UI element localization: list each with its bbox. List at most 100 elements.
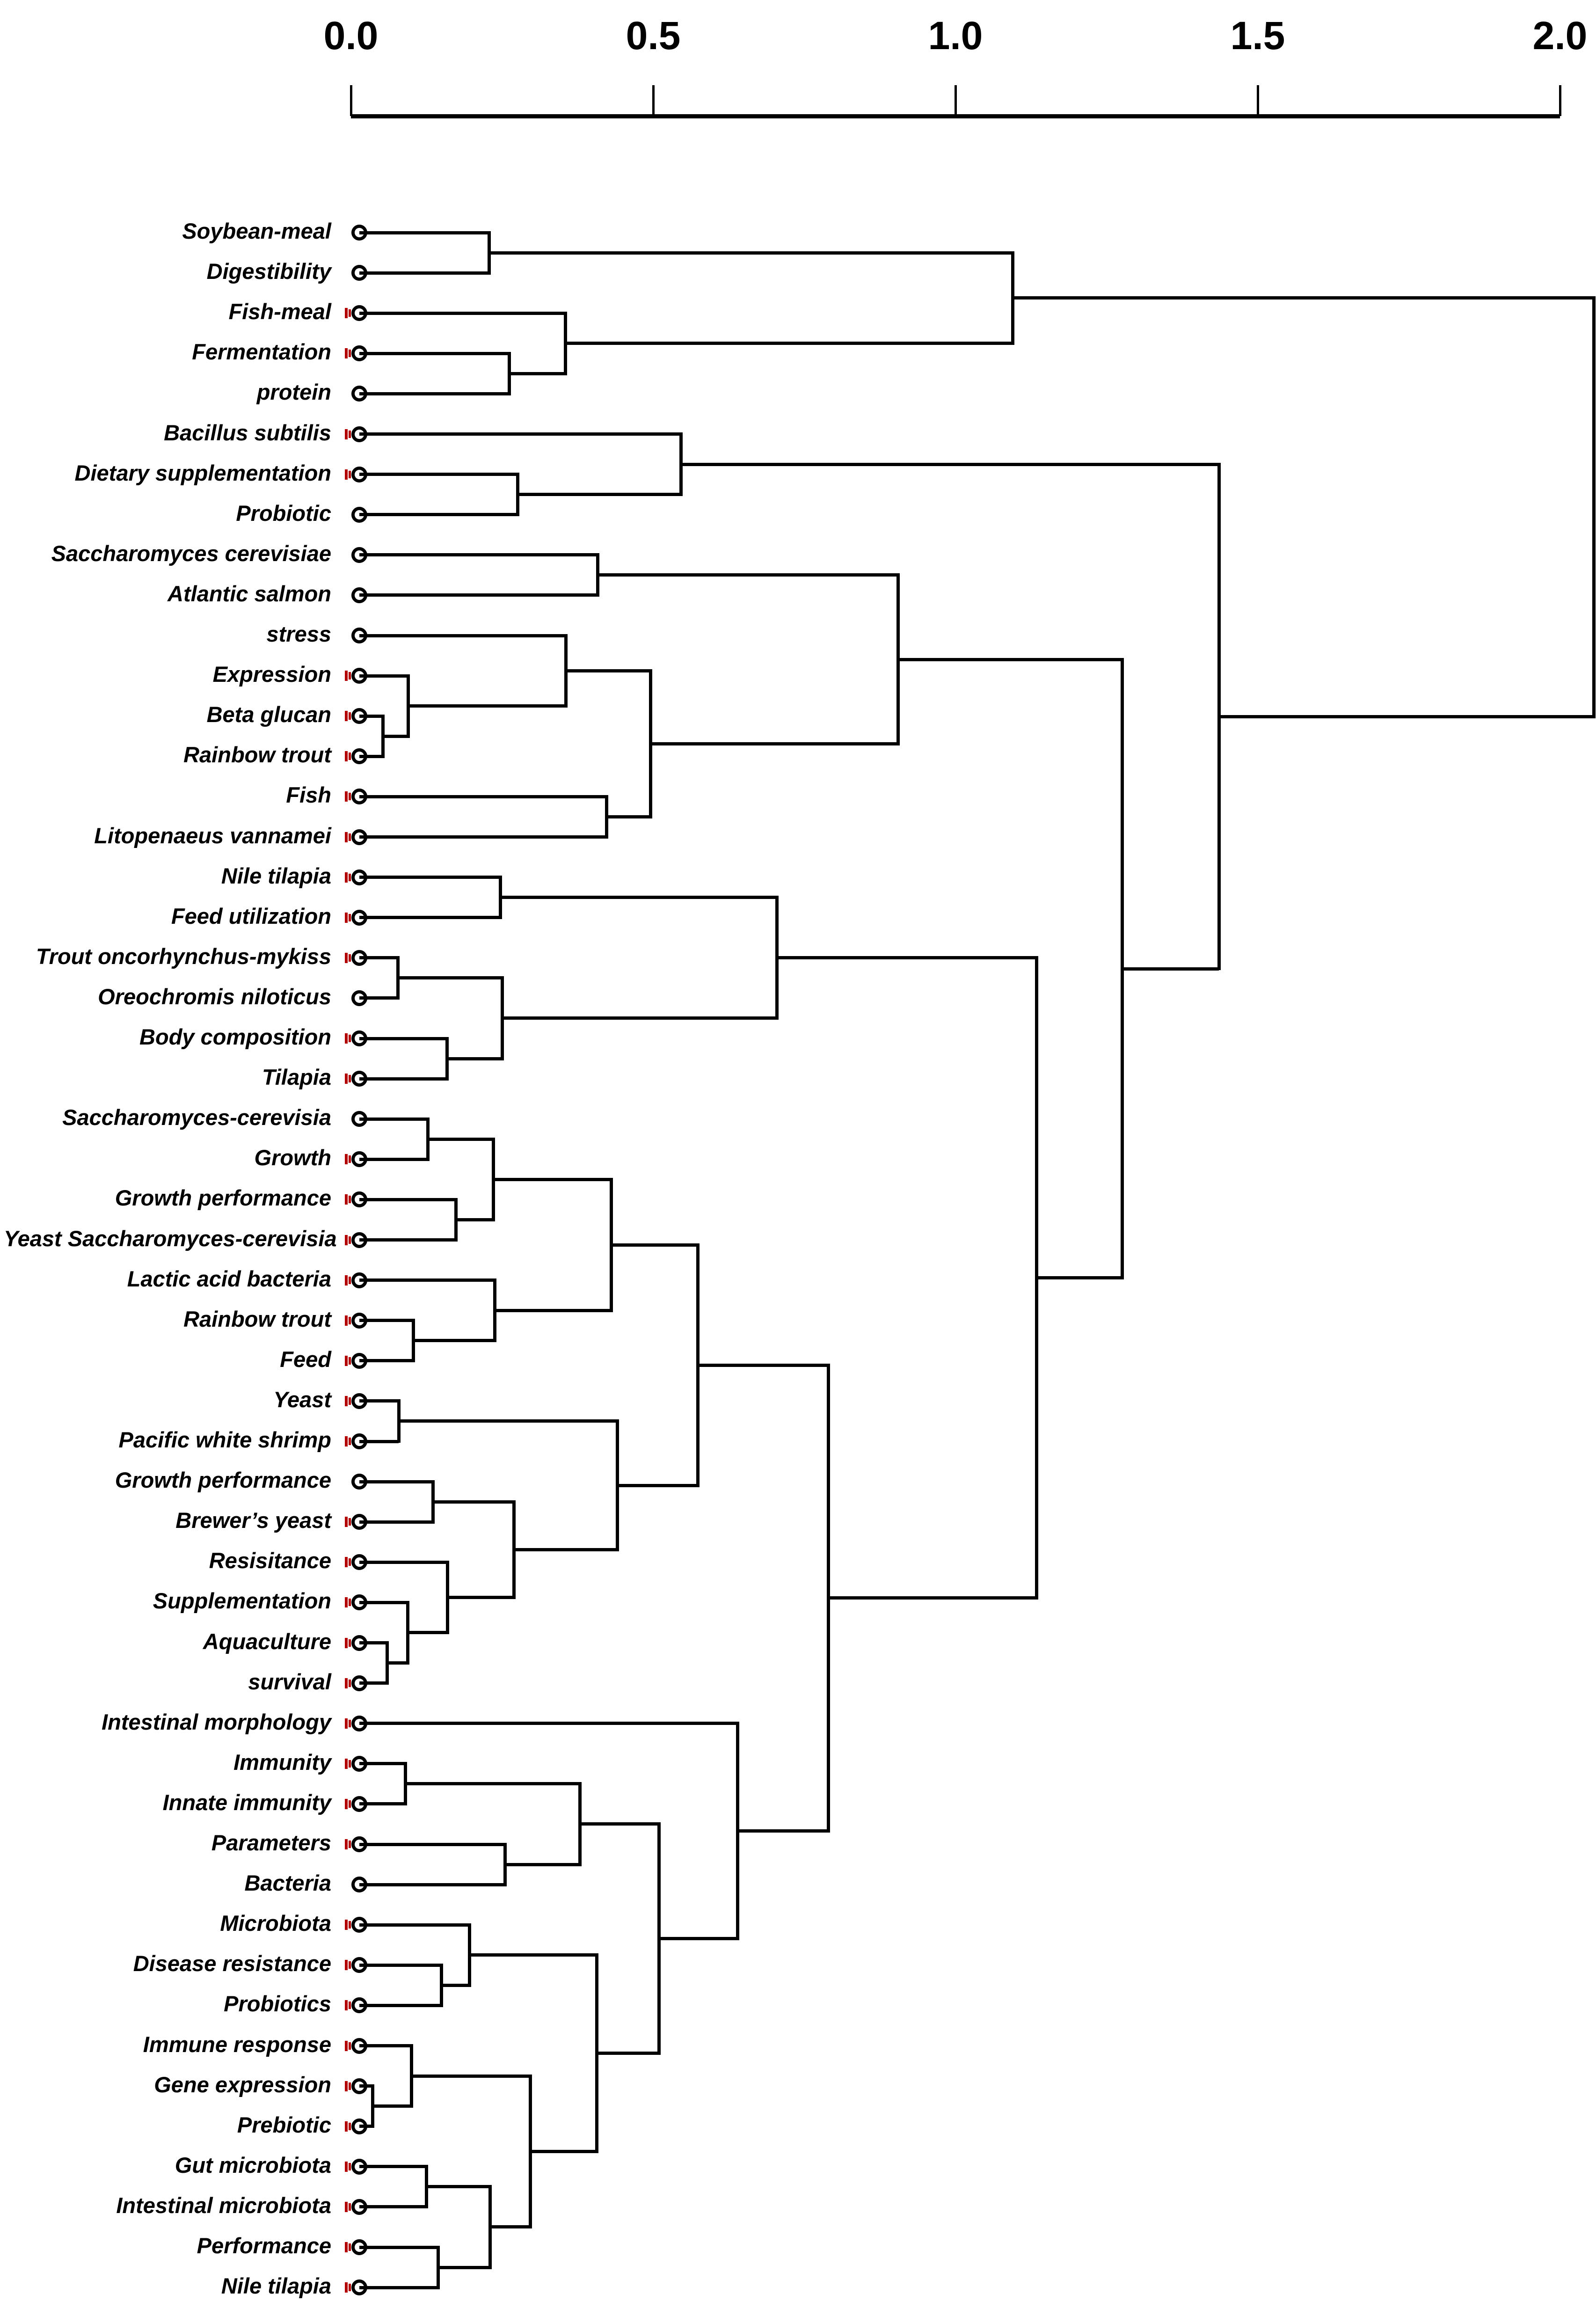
leaf-node-icon: [351, 547, 367, 563]
dendrogram-edge: [359, 996, 398, 1000]
dendrogram-edge: [411, 2074, 531, 2078]
dendrogram-edge: [698, 1363, 829, 1367]
leaf-node-icon: [351, 950, 367, 966]
dendrogram-edge: [359, 2044, 412, 2047]
leaf-red-tick-icon: [349, 2203, 351, 2211]
leaf-red-tick-icon: [349, 1921, 351, 1929]
dendrogram-edge: [1219, 715, 1594, 718]
leaf-node-icon: [351, 789, 367, 805]
leaf-node-icon: [351, 668, 367, 684]
leaf-red-tick-icon: [349, 1518, 351, 1526]
leaf-node-icon: [351, 1675, 367, 1691]
leaf-node-icon: [351, 1474, 367, 1490]
dendrogram-edge: [359, 956, 398, 960]
dendrogram-edge: [611, 1243, 698, 1247]
leaf-label: Nile tilapia: [221, 2273, 331, 2299]
leaf-node-icon: [351, 708, 367, 724]
leaf-label: Saccharomyces-cerevisia: [62, 1105, 331, 1130]
dendrogram-edge: [359, 513, 518, 517]
leaf-label: Body composition: [139, 1024, 331, 1049]
dendrogram-edge: [502, 1016, 777, 1020]
dendrogram-edge: [359, 351, 510, 355]
leaf-label: Feed utilization: [171, 903, 331, 928]
leaf-node-icon: [351, 2078, 367, 2094]
dendrogram-edge: [359, 916, 501, 920]
leaf-label: Intestinal morphology: [102, 1709, 331, 1734]
leaf-label: Gene expression: [154, 2072, 331, 2097]
leaf-node-icon: [351, 1030, 367, 1046]
leaf-label: Intestinal microbiota: [116, 2192, 331, 2218]
dendrogram-edge: [681, 462, 1219, 466]
leaf-red-tick-icon: [345, 1718, 348, 1729]
axis-tick-label: 0.5: [626, 14, 681, 58]
dendrogram-edge: [359, 1439, 399, 1443]
leaf-node-icon: [351, 506, 367, 523]
dendrogram-edge: [359, 1480, 433, 1483]
leaf-red-tick-icon: [345, 2040, 348, 2051]
leaf-label: Dietary supplementation: [74, 460, 331, 485]
leaf-label: protein: [256, 380, 331, 405]
leaf-red-tick-icon: [349, 1639, 351, 1647]
leaf-label: Supplementation: [153, 1588, 331, 1614]
leaf-node-icon: [351, 748, 367, 765]
leaf-node-icon: [351, 1755, 367, 1772]
leaf-label: Litopenaeus vannamei: [94, 823, 331, 848]
leaf-red-tick-icon: [349, 1841, 351, 1848]
dendrogram-edge: [399, 1419, 618, 1423]
leaf-label: stress: [266, 621, 332, 646]
dendrogram-edge: [359, 1762, 406, 1766]
leaf-red-tick-icon: [349, 350, 351, 358]
dendrogram-edge: [617, 1483, 698, 1487]
leaf-label: Beta glucan: [206, 702, 331, 727]
leaf-label: Gut microbiota: [175, 2152, 331, 2177]
dendrogram-edge: [359, 1198, 456, 1201]
leaf-red-tick-icon: [345, 2161, 348, 2172]
dendrogram-edge: [359, 1319, 414, 1322]
dendrogram-edge: [359, 1963, 442, 1967]
leaf-node-icon: [351, 1514, 367, 1530]
dendrogram-edge: [505, 1863, 580, 1866]
leaf-red-tick-icon: [345, 1960, 348, 1971]
leaf-red-tick-icon: [349, 1316, 351, 1324]
dendrogram-edge: [413, 1339, 495, 1343]
leaf-label: Growth performance: [115, 1185, 331, 1211]
leaf-node-icon: [351, 1352, 367, 1369]
dendrogram-edge: [383, 734, 408, 738]
dendrogram-edge: [659, 1937, 738, 1941]
leaf-red-tick-icon: [349, 712, 351, 720]
dendrogram-edge: [426, 2185, 490, 2189]
leaf-red-tick-icon: [345, 1395, 348, 1406]
leaf-node-icon: [351, 2199, 367, 2215]
leaf-node-icon: [351, 2158, 367, 2175]
leaf-red-tick-icon: [345, 952, 348, 963]
dendrogram-edge: [359, 2205, 427, 2209]
leaf-node-icon: [351, 1232, 367, 1248]
dendrogram-edge: [500, 896, 777, 899]
leaf-label: Aquaculture: [203, 1629, 331, 1654]
dendrogram-edge: [441, 1983, 470, 1987]
dendrogram-edge: [359, 311, 566, 315]
dendrogram-edge: [447, 1057, 502, 1060]
dendrogram-edge: [517, 493, 681, 497]
leaf-red-tick-icon: [345, 2201, 348, 2212]
dendrogram-edge: [359, 634, 566, 637]
dendrogram-edge: [359, 1883, 505, 1886]
leaf-label: Brewer’s yeast: [175, 1508, 331, 1533]
leaf-node-icon: [351, 2239, 367, 2255]
leaf-red-tick-icon: [349, 1155, 351, 1163]
dendrogram-edge: [359, 1157, 428, 1161]
leaf-red-tick-icon: [345, 1758, 348, 1769]
leaf-red-tick-icon: [345, 1920, 348, 1930]
leaf-red-tick-icon: [345, 1517, 348, 1527]
leaf-label: Yeast Saccharomyces-cerevisia: [4, 1226, 337, 1251]
leaf-red-tick-icon: [345, 1637, 348, 1648]
leaf-node-icon: [351, 1151, 367, 1168]
leaf-node-icon: [351, 225, 367, 241]
dendrogram-edge: [359, 231, 489, 234]
leaf-red-tick-icon: [345, 2081, 348, 2091]
dendrogram-edge: [438, 2265, 490, 2269]
dendrogram-edge: [359, 2003, 442, 2007]
leaf-red-tick-icon: [345, 711, 348, 722]
dendrogram-edge: [359, 1117, 428, 1121]
leaf-red-tick-icon: [349, 1760, 351, 1768]
